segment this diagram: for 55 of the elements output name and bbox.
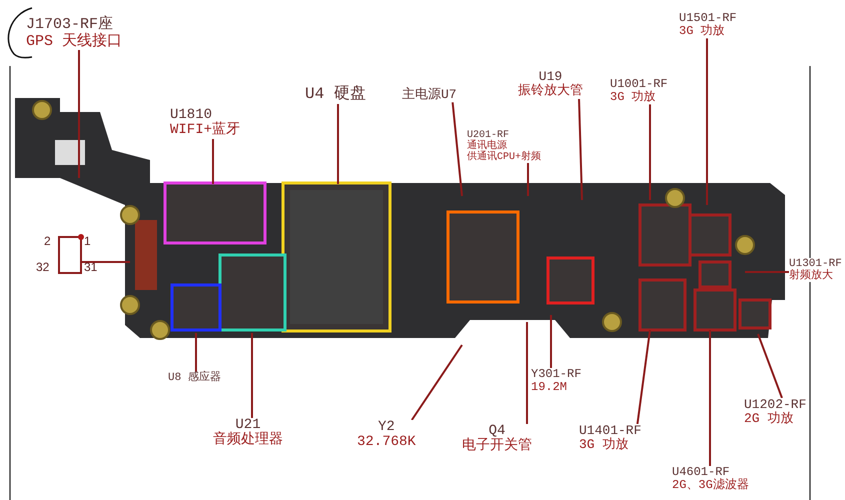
leader-line bbox=[636, 330, 651, 424]
leader-line bbox=[709, 330, 711, 466]
callout-label: U4 硬盘 bbox=[305, 86, 366, 104]
callout-label: U1501-RF bbox=[679, 12, 737, 25]
leader-line bbox=[251, 333, 253, 418]
pin-number: 1 bbox=[84, 234, 91, 248]
pin-number: 2 bbox=[44, 234, 51, 248]
callout-label: 振铃放大管 bbox=[518, 84, 583, 99]
pin-number: 32 bbox=[36, 260, 50, 274]
callout-label: U201-RF bbox=[467, 130, 510, 141]
leader-line bbox=[82, 261, 130, 263]
leader-line bbox=[757, 334, 783, 398]
leader-line bbox=[195, 333, 197, 372]
leader-line bbox=[212, 138, 214, 184]
callout-label: 电子开关管 bbox=[462, 439, 532, 455]
callout-label: 音频处理器 bbox=[213, 433, 283, 449]
leader-line bbox=[527, 163, 529, 196]
leader-line bbox=[337, 104, 339, 184]
callout-label: 供通讯CPU+射频 bbox=[467, 152, 542, 163]
callout-label: 32.768K bbox=[357, 435, 416, 451]
leader-line bbox=[745, 271, 789, 273]
leader-line bbox=[410, 344, 463, 421]
callout-label: U4601-RF bbox=[672, 466, 730, 479]
callout-label: 主电源U7 bbox=[402, 88, 457, 102]
leader-line bbox=[78, 50, 80, 178]
callout-label: GPS 天线接口 bbox=[26, 34, 122, 50]
pin-number: 31 bbox=[84, 260, 98, 274]
leader-line bbox=[649, 104, 651, 200]
callout-label: U1001-RF bbox=[610, 78, 668, 91]
callout-label: 19.2M bbox=[531, 381, 568, 394]
callout-label: J1703-RF座 bbox=[26, 17, 114, 33]
callout-label: U8 感应器 bbox=[168, 372, 221, 384]
callout-label: 3G 功放 bbox=[579, 438, 628, 453]
connector-pin-box bbox=[58, 236, 82, 274]
leader-line bbox=[550, 315, 552, 368]
callout-label: U1401-RF bbox=[579, 424, 642, 438]
callout-label: Q4 bbox=[488, 424, 506, 439]
callout-label: 2G 功放 bbox=[744, 412, 794, 427]
callout-label: 3G 功放 bbox=[610, 91, 656, 104]
leader-line bbox=[452, 102, 463, 196]
leader-line bbox=[706, 38, 708, 205]
callout-label: Y2 bbox=[378, 420, 395, 436]
callout-label: 射频放大 bbox=[789, 270, 833, 282]
callout-label: U1202-RF bbox=[744, 398, 806, 412]
callout-label: Y301-RF bbox=[531, 368, 582, 382]
callout-label: U1810 bbox=[170, 108, 212, 123]
callout-label: WIFI+蓝牙 bbox=[170, 123, 240, 139]
callout-label: 3G 功放 bbox=[679, 25, 725, 38]
callout-label: U1301-RF bbox=[789, 258, 842, 270]
callout-label: U21 bbox=[235, 418, 261, 433]
callout-label: 2G、3G滤波器 bbox=[672, 479, 749, 492]
callout-label: U19 bbox=[538, 70, 562, 84]
leader-line bbox=[578, 98, 583, 200]
leader-line bbox=[526, 322, 528, 424]
callout-label: 通讯电源 bbox=[467, 141, 507, 152]
